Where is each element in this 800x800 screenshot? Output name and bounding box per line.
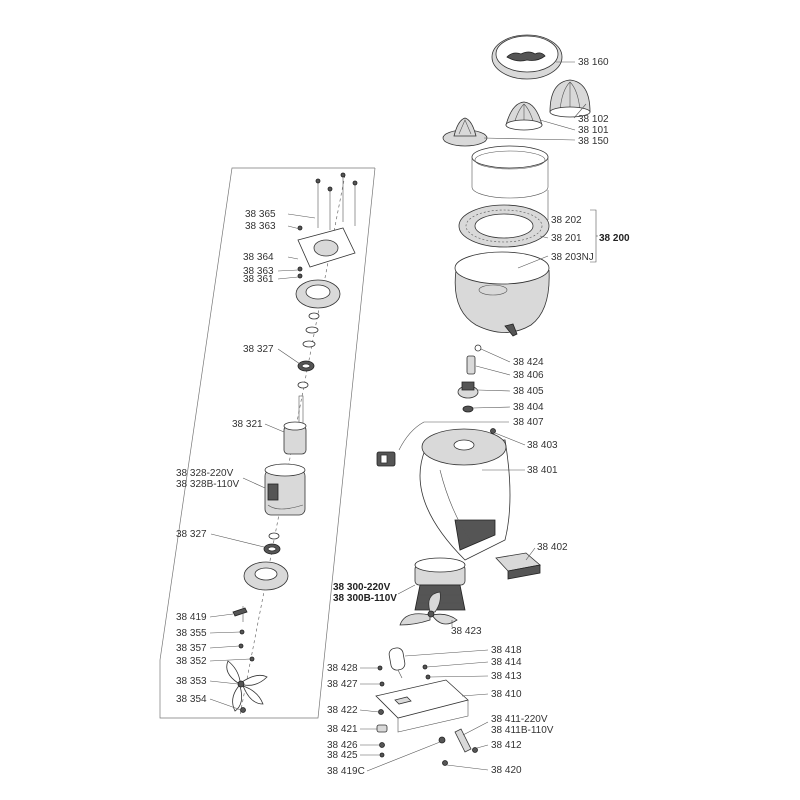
fan-38353: [226, 660, 268, 712]
end-shield-bottom: [243, 561, 289, 591]
rotor-38321: [283, 395, 307, 455]
washer-38357: [238, 643, 244, 649]
label-38406: 38 406: [513, 370, 544, 381]
label-38419c: 38 419C: [327, 766, 365, 777]
label-38352: 38 352: [176, 656, 207, 667]
housing-38401: [419, 428, 511, 561]
label-38422: 38 422: [327, 705, 358, 716]
label-38404: 38 404: [513, 402, 544, 413]
nut-38354: [240, 707, 246, 713]
screw-38355: [239, 629, 245, 635]
motor-detail-frame: [159, 167, 376, 719]
label-38354: 38 354: [176, 694, 207, 705]
label-38327-b: 38 327: [176, 529, 207, 540]
small-parts-base: [376, 664, 478, 766]
ring-38202: [471, 145, 549, 199]
screw-38403: [490, 428, 496, 434]
label-38150: 38 150: [578, 136, 609, 147]
filter-38201: [458, 204, 550, 248]
label-38425: 38 425: [327, 750, 358, 761]
label-38420: 38 420: [491, 765, 522, 776]
label-38321: 38 321: [232, 419, 263, 430]
label-38160: 38 160: [578, 57, 609, 68]
lid-38160: [491, 34, 563, 80]
label-38412: 38 412: [491, 740, 522, 751]
label-38421: 38 421: [327, 724, 358, 735]
label-38203nj: 38 203NJ: [551, 252, 594, 263]
bracket-38419: [232, 606, 248, 622]
label-38355: 38 355: [176, 628, 207, 639]
label-38413: 38 413: [491, 671, 522, 682]
label-38411-220v: 38 411-220V: [491, 714, 548, 725]
spindle-parts: [457, 344, 482, 413]
label-38405: 38 405: [513, 386, 544, 397]
label-38300-220v: 38 300-220V: [333, 582, 391, 593]
label-38410: 38 410: [491, 689, 522, 700]
bearing-38327-top: [297, 360, 315, 389]
label-38328b-110v: 38 328B-110V: [176, 479, 240, 490]
switch-38407: [376, 451, 396, 467]
label-38428: 38 428: [327, 663, 358, 674]
drip-tray-38402: [495, 552, 541, 580]
label-38364: 38 364: [243, 252, 274, 263]
label-38418: 38 418: [491, 645, 522, 656]
label-38328-220v: 38 328-220V: [176, 468, 234, 479]
tie-rods-38365: [315, 172, 358, 230]
label-38361: 38 361: [243, 274, 274, 285]
base-plate-38410: [375, 679, 469, 733]
label-38327-a: 38 327: [243, 344, 274, 355]
flange-38363: [297, 225, 356, 279]
capacitor-38418: [388, 647, 406, 679]
stator-38328: [264, 463, 306, 516]
label-38401: 38 401: [527, 465, 558, 476]
label-38363-a: 38 363: [245, 221, 276, 232]
cone-38101: [505, 101, 543, 131]
motor-axis-line: [239, 174, 346, 716]
cone-38102: [549, 79, 591, 118]
label-38411b-110v: 38 411B-110V: [491, 725, 554, 736]
label-38101: 38 101: [578, 125, 609, 136]
fan-38423: [399, 591, 458, 626]
label-38423: 38 423: [451, 626, 482, 637]
label-38407: 38 407: [513, 417, 544, 428]
label-38202: 38 202: [551, 215, 582, 226]
label-38414: 38 414: [491, 657, 522, 668]
cone-38150: [442, 117, 488, 147]
motor-38300: [414, 557, 466, 611]
end-shield-38361: [295, 279, 341, 309]
label-38363-b: 38 363: [243, 266, 274, 277]
label-38426: 38 426: [327, 740, 358, 751]
label-38102: 38 102: [578, 114, 609, 125]
label-38357: 38 357: [176, 643, 207, 654]
label-38201: 38 201: [551, 233, 582, 244]
label-38403: 38 403: [527, 440, 558, 451]
clip-38352: [249, 656, 255, 662]
label-38427: 38 427: [327, 679, 358, 690]
bearing-38327-bottom: [263, 532, 281, 555]
label-38424: 38 424: [513, 357, 544, 368]
label-38402: 38 402: [537, 542, 568, 553]
label-38200-assembly: 38 200: [599, 233, 630, 244]
bowl-38203: [454, 251, 550, 337]
label-38300b-110v: 38 300B-110V: [333, 593, 397, 604]
label-38419: 38 419: [176, 612, 207, 623]
label-38365: 38 365: [245, 209, 276, 220]
bearing-washers: [302, 312, 320, 348]
label-38353: 38 353: [176, 676, 207, 687]
